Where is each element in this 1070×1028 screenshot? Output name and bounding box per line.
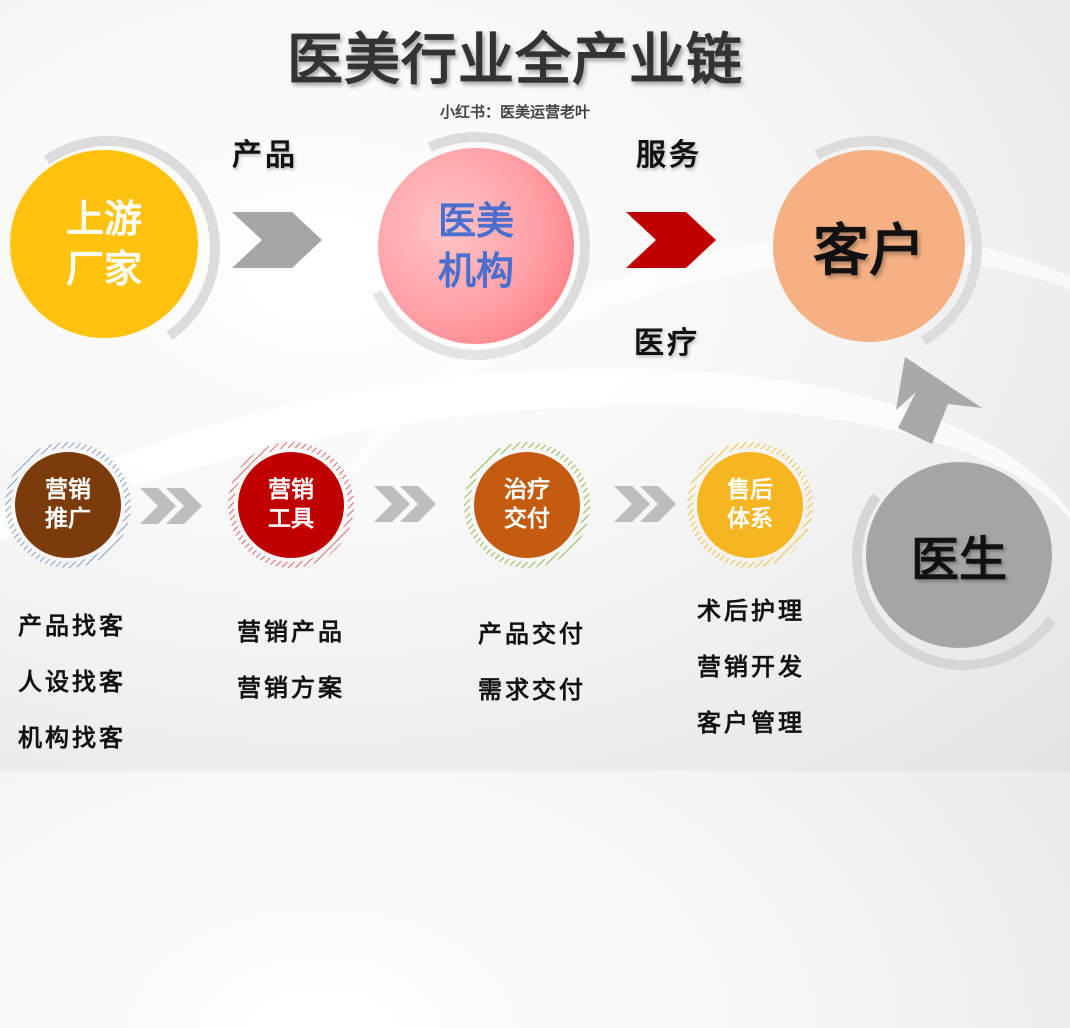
list-item: 产品找客 <box>18 612 126 640</box>
module-label-line2: 工具 <box>268 506 314 532</box>
double-chevron-icon <box>140 488 202 524</box>
upstream-label-line2: 厂家 <box>65 247 142 291</box>
double-chevron-icon <box>374 486 436 522</box>
institution-label-line1: 医美 <box>437 199 514 243</box>
upstream-manufacturer-node: 上游 厂家 <box>10 150 198 338</box>
aftersale-system-node: 售后 体系 <box>697 452 803 558</box>
page-title: 医美行业全产业链 <box>287 28 743 93</box>
module-label-line1: 营销 <box>45 477 91 503</box>
list-item: 营销产品 <box>237 618 345 646</box>
module-label-line1: 售后 <box>727 477 773 503</box>
product-chevron-icon <box>232 212 322 268</box>
arrows-layer <box>5 212 982 568</box>
module-label-line1: 治疗 <box>504 477 550 503</box>
doctor-label: 医生 <box>910 532 1007 588</box>
hatch-ring <box>228 442 354 568</box>
aesthetic-institution-node: 医美 机构 <box>378 148 574 344</box>
list-item: 人设找客 <box>18 668 126 696</box>
customer-label: 客户 <box>813 218 925 284</box>
list-item: 客户管理 <box>697 709 805 737</box>
marketing-promotion-items: 产品找客 人设找客 机构找客 <box>18 606 126 774</box>
doctor-node: 医生 <box>866 462 1052 648</box>
aftersale-system-items: 术后护理 营销开发 客户管理 <box>697 591 805 759</box>
marketing-tools-node: 营销 工具 <box>238 452 344 558</box>
list-item: 需求交付 <box>478 676 586 704</box>
list-item: 产品交付 <box>478 620 586 648</box>
page-subtitle: 小红书：医美运营老叶 <box>439 103 590 121</box>
hatch-ring <box>687 442 813 568</box>
service-chevron-icon <box>626 212 716 268</box>
hatch-ring <box>5 442 131 568</box>
upstream-label-line1: 上游 <box>65 197 142 241</box>
treatment-delivery-items: 产品交付 需求交付 <box>478 614 586 726</box>
customer-node: 客户 <box>773 150 965 342</box>
module-label-line2: 交付 <box>504 506 550 532</box>
module-label-line1: 营销 <box>268 477 314 503</box>
module-label-line2: 推广 <box>45 506 91 532</box>
product-flow-label: 产品 <box>232 138 298 173</box>
marketing-promotion-node: 营销 推广 <box>15 452 121 558</box>
list-item: 机构找客 <box>18 724 126 752</box>
double-chevron-icon <box>614 486 676 522</box>
marketing-tools-items: 营销产品 营销方案 <box>237 612 345 724</box>
arrow-up-left-icon <box>896 357 982 444</box>
treatment-delivery-node: 治疗 交付 <box>474 452 580 558</box>
list-item: 营销开发 <box>697 653 805 681</box>
list-item: 营销方案 <box>237 674 345 702</box>
module-label-line2: 体系 <box>727 506 773 532</box>
institution-label-line2: 机构 <box>437 249 514 293</box>
service-flow-label: 服务 <box>636 138 702 173</box>
list-item: 术后护理 <box>697 597 805 625</box>
medical-flow-label: 医疗 <box>634 326 700 361</box>
hatch-ring <box>464 442 590 568</box>
